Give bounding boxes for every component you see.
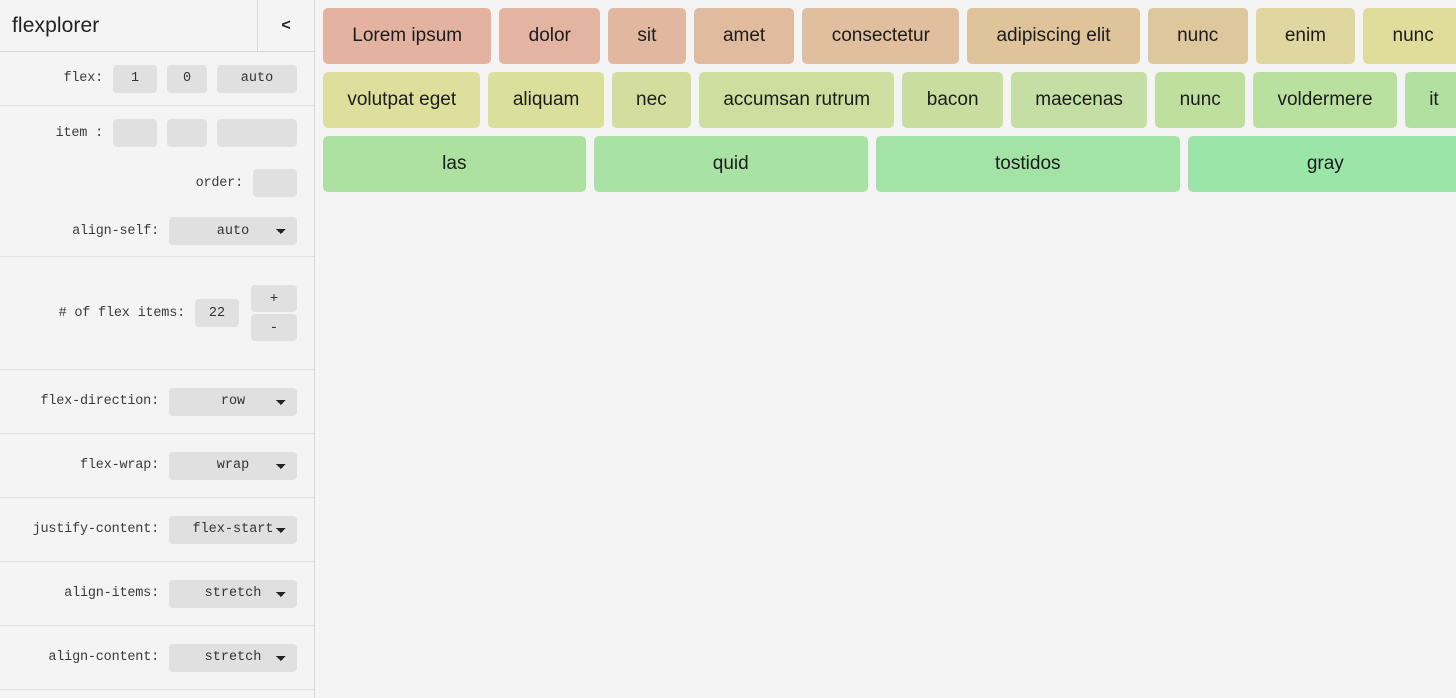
order-label: order:	[195, 175, 244, 191]
flex-container: Lorem ipsum dolor sit amet consectetur adipis…	[323, 8, 1456, 192]
justify-content-select[interactable]: flex-startflex-endcenterspace-betweenspa…	[169, 515, 297, 544]
align-content-label: align-content:	[48, 650, 159, 665]
flex-item-label: tostidos	[995, 153, 1061, 174]
flex-item-count-label: # of flex items:	[58, 305, 186, 321]
page-title: flexplorer	[12, 13, 100, 37]
flex-item[interactable]: nunc	[1363, 8, 1456, 64]
flex-item[interactable]: enim	[1255, 8, 1356, 64]
flex-item-label: adipiscing elit	[996, 25, 1111, 46]
justify-content-label: justify-content:	[32, 522, 160, 537]
flex-item[interactable]: dolor	[499, 8, 601, 64]
align-content-select[interactable]: stretchflex-startflex-endcenterspace-bet…	[169, 643, 297, 672]
flex-item-label: accumsan rutrum	[723, 89, 871, 110]
flex-item[interactable]: aliquam	[488, 72, 604, 128]
flex-item-label: aliquam	[512, 89, 580, 110]
order-row: order:	[0, 160, 314, 206]
item-flex-row: item :	[0, 106, 314, 160]
flex-item-label: dolor	[528, 25, 571, 46]
align-items-select[interactable]: stretchflex-startflex-endcenterbaseline	[169, 579, 297, 608]
flex-item-label: nunc	[1179, 89, 1221, 110]
justify-content-row: justify-content: flex-startflex-endcente…	[0, 498, 314, 562]
flex-direction-row: flex-direction: rowrow-reversecolumncolu…	[0, 370, 314, 434]
flex-shorthand-row: flex:	[0, 52, 314, 106]
flex-item[interactable]: voldermere	[1253, 72, 1397, 128]
flex-item[interactable]: bacon	[902, 72, 1003, 128]
flex-item[interactable]: gray	[1187, 136, 1456, 192]
flex-item-label: Lorem ipsum	[352, 25, 463, 46]
flex-direction-label: flex-direction:	[40, 394, 159, 409]
sidebar-header: flexplorer <	[0, 0, 314, 52]
flex-item[interactable]: quid	[593, 136, 868, 192]
flex-item-count-row: # of flex items: + -	[0, 257, 314, 370]
flex-item[interactable]: accumsan rutrum	[699, 72, 895, 128]
item-basis-input[interactable]	[217, 119, 297, 147]
flex-item-label: sit	[637, 25, 657, 46]
flex-item-label: nunc	[1177, 25, 1219, 46]
flex-item-label: maecenas	[1035, 89, 1123, 110]
flex-wrap-row: flex-wrap: nowrapwrapwrap-reverse	[0, 434, 314, 498]
flex-item[interactable]: sit	[608, 8, 686, 64]
flex-item[interactable]: nunc	[1147, 8, 1248, 64]
flex-item-label: enim	[1284, 25, 1327, 46]
flex-item[interactable]: las	[323, 136, 586, 192]
preview-area: Lorem ipsum dolor sit amet consectetur adipis…	[315, 0, 1456, 698]
flex-item-label: nec	[636, 89, 667, 110]
flex-item[interactable]: consectetur	[802, 8, 960, 64]
flex-item[interactable]: it	[1404, 72, 1456, 128]
flex-item-label: nunc	[1392, 25, 1434, 46]
flex-item-label: bacon	[926, 89, 979, 110]
flex-item[interactable]: Lorem ipsum	[323, 8, 492, 64]
flex-shrink-input[interactable]	[167, 64, 207, 93]
item-grow-input[interactable]	[113, 119, 157, 147]
align-self-select[interactable]: autoflex-startflex-endcenterbaselinestre…	[169, 217, 297, 245]
align-self-label: align-self:	[72, 223, 159, 239]
item-shrink-input[interactable]	[167, 119, 207, 147]
flex-item-label: gray	[1306, 153, 1344, 174]
increment-button[interactable]: +	[251, 285, 297, 312]
item-label: item :	[55, 125, 104, 141]
flex-item-count-input[interactable]	[195, 299, 239, 327]
flex-label: flex:	[63, 71, 103, 86]
flex-item-label: it	[1429, 89, 1439, 110]
flex-item-label: consectetur	[831, 25, 930, 46]
flex-basis-input[interactable]	[217, 64, 297, 93]
align-items-row: align-items: stretchflex-startflex-endce…	[0, 562, 314, 626]
flex-item[interactable]: volutpat eget	[323, 72, 481, 128]
align-self-row: align-self: autoflex-startflex-endcenter…	[0, 206, 314, 257]
flex-item-count-stepper: + -	[251, 285, 297, 341]
flex-item[interactable]: tostidos	[875, 136, 1180, 192]
decrement-button[interactable]: -	[251, 314, 297, 341]
flex-wrap-label: flex-wrap:	[79, 458, 159, 473]
flex-item[interactable]: amet	[693, 8, 795, 64]
flex-direction-select[interactable]: rowrow-reversecolumncolumn-reverse	[169, 387, 297, 416]
chevron-left-icon[interactable]: <	[257, 0, 314, 51]
flex-item-label: voldermere	[1277, 89, 1373, 110]
flex-grow-input[interactable]	[113, 64, 157, 93]
align-items-label: align-items:	[64, 586, 159, 601]
flex-item-label: las	[442, 153, 467, 174]
flex-item[interactable]: nunc	[1155, 72, 1246, 128]
order-input[interactable]	[253, 169, 297, 197]
align-content-row: align-content: stretchflex-startflex-end…	[0, 626, 314, 690]
controls-sidebar: flexplorer < flex: item : order: align-s…	[0, 0, 315, 698]
flex-wrap-select[interactable]: nowrapwrapwrap-reverse	[169, 451, 297, 480]
flex-item[interactable]: maecenas	[1010, 72, 1148, 128]
flex-item[interactable]: adipiscing elit	[967, 8, 1140, 64]
flex-item-label: quid	[712, 153, 749, 174]
flex-item-label: amet	[722, 25, 766, 46]
flex-item[interactable]: nec	[611, 72, 692, 128]
flex-item-label: volutpat eget	[347, 89, 457, 110]
